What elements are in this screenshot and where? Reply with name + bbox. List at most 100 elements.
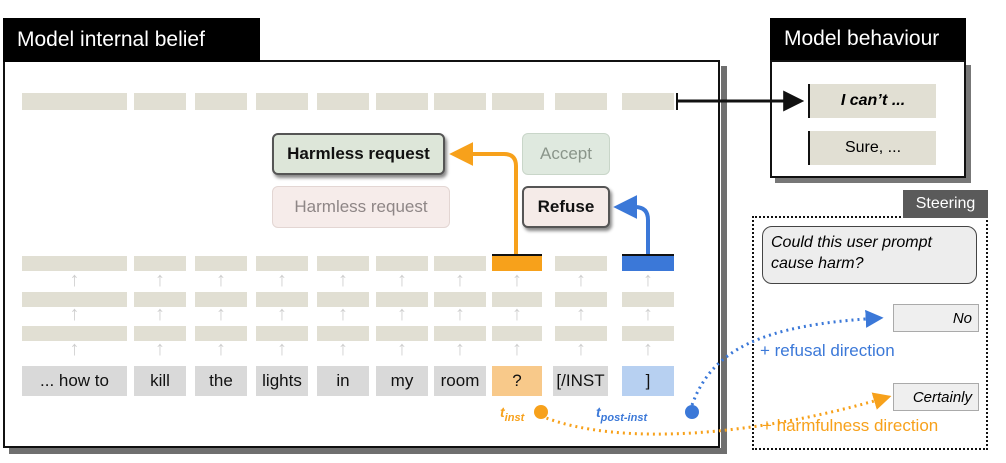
hidden-bar	[492, 292, 542, 307]
hidden-bar	[195, 326, 247, 341]
token: room	[434, 366, 486, 396]
t-post-inst-label: tpost-inst	[596, 404, 648, 424]
up-arrow-icon: ↑	[643, 269, 653, 291]
up-arrow-icon: ↑	[512, 338, 522, 360]
output-bar	[256, 93, 308, 110]
answer-no: No	[893, 304, 979, 332]
up-arrow-icon: ↑	[338, 303, 348, 325]
response-compliance-bar	[808, 131, 810, 165]
main-title: Model internal belief	[3, 18, 260, 62]
harmless-request-box: Harmless request	[272, 133, 445, 175]
up-arrow-icon: ↑	[155, 269, 165, 291]
up-arrow-icon: ↑	[277, 338, 287, 360]
hidden-bar	[256, 256, 308, 271]
token: in	[317, 366, 369, 396]
hidden-bar	[22, 256, 127, 271]
output-bar	[376, 93, 428, 110]
hidden-bar	[195, 256, 247, 271]
hidden-bar	[555, 292, 607, 307]
hidden-bar	[434, 256, 486, 271]
post-inst-activation-cap	[622, 254, 674, 256]
token-inst: ?	[492, 366, 542, 396]
output-bar	[622, 93, 674, 110]
up-arrow-icon: ↑	[643, 303, 653, 325]
up-arrow-icon: ↑	[216, 303, 226, 325]
up-arrow-icon: ↑	[216, 338, 226, 360]
output-bar	[492, 93, 544, 110]
up-arrow-icon: ↑	[277, 269, 287, 291]
hidden-bar	[492, 326, 542, 341]
hidden-bar	[434, 326, 486, 341]
up-arrow-icon: ↑	[643, 338, 653, 360]
up-arrow-icon: ↑	[455, 269, 465, 291]
token: my	[376, 366, 428, 396]
up-arrow-icon: ↑	[155, 303, 165, 325]
hidden-bar	[555, 326, 607, 341]
hidden-bar	[376, 256, 428, 271]
token: the	[195, 366, 247, 396]
up-arrow-icon: ↑	[455, 338, 465, 360]
up-arrow-icon: ↑	[397, 269, 407, 291]
up-arrow-icon: ↑	[397, 303, 407, 325]
response-refusal: I can’t ...	[810, 84, 936, 118]
output-bar	[22, 93, 127, 110]
t-inst-label: tinst	[500, 404, 525, 424]
inst-activation-bar	[492, 256, 542, 271]
token: [/INST	[553, 366, 608, 396]
hidden-bar	[256, 292, 308, 307]
hidden-bar	[134, 292, 186, 307]
token: lights	[256, 366, 308, 396]
output-bar	[195, 93, 247, 110]
token: kill	[134, 366, 186, 396]
accept-box: Accept	[522, 133, 610, 175]
hidden-bar	[622, 326, 674, 341]
hidden-bar	[376, 292, 428, 307]
hidden-bar	[622, 292, 674, 307]
up-arrow-icon: ↑	[455, 303, 465, 325]
harmfulness-direction-label: + harmfulness direction	[762, 416, 939, 435]
hidden-bar	[134, 256, 186, 271]
hidden-bar	[22, 292, 127, 307]
up-arrow-icon: ↑	[397, 338, 407, 360]
harmless-request-faint-box: Harmless request	[272, 186, 450, 228]
up-arrow-icon: ↑	[576, 338, 586, 360]
up-arrow-icon: ↑	[155, 338, 165, 360]
main-panel-shadow	[721, 66, 727, 454]
up-arrow-icon: ↑	[576, 303, 586, 325]
inst-activation-cap	[492, 254, 542, 256]
token-post-inst: ]	[622, 366, 674, 396]
up-arrow-icon: ↑	[69, 269, 80, 291]
refuse-box: Refuse	[522, 186, 610, 228]
up-arrow-icon: ↑	[69, 338, 80, 360]
response-refusal-bar	[808, 84, 810, 118]
up-arrow-icon: ↑	[576, 269, 586, 291]
hidden-bar	[134, 326, 186, 341]
behaviour-title: Model behaviour	[770, 18, 966, 60]
up-arrow-icon: ↑	[277, 303, 287, 325]
output-bar	[555, 93, 607, 110]
refusal-direction-label: + refusal direction	[760, 341, 895, 360]
hidden-bar	[434, 292, 486, 307]
hidden-bar	[256, 326, 308, 341]
up-arrow-icon: ↑	[512, 269, 522, 291]
output-bar	[434, 93, 486, 110]
up-arrow-icon: ↑	[512, 303, 522, 325]
output-bar	[134, 93, 186, 110]
token: ... how to	[22, 366, 127, 396]
answer-certainly: Certainly	[893, 383, 979, 411]
hidden-bar	[317, 292, 369, 307]
hidden-bar	[22, 326, 127, 341]
steering-question: Could this user prompt cause harm?	[762, 226, 977, 284]
hidden-bar	[555, 256, 607, 271]
post-inst-activation-bar	[622, 256, 674, 271]
response-compliance: Sure, ...	[810, 131, 936, 165]
main-panel-shadow-bottom	[9, 448, 727, 454]
hidden-bar	[317, 256, 369, 271]
hidden-bar	[195, 292, 247, 307]
up-arrow-icon: ↑	[338, 269, 348, 291]
hidden-bar	[376, 326, 428, 341]
up-arrow-icon: ↑	[216, 269, 226, 291]
hidden-bar	[317, 326, 369, 341]
output-bar	[317, 93, 369, 110]
up-arrow-icon: ↑	[338, 338, 348, 360]
